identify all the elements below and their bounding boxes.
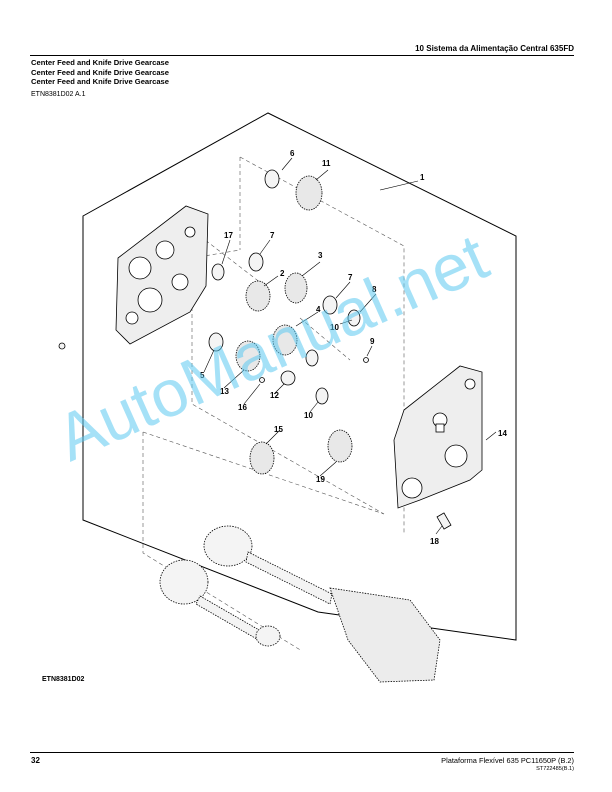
gear-15 xyxy=(249,441,275,475)
gear-3 xyxy=(284,272,308,304)
callout-4: 4 xyxy=(316,305,321,314)
callout-8: 8 xyxy=(372,285,377,294)
gear-2 xyxy=(245,280,271,312)
seal-17 xyxy=(211,263,225,281)
callout-19: 19 xyxy=(316,475,325,484)
shaft-12 xyxy=(280,370,296,386)
gear-19 xyxy=(327,429,353,463)
bearing-mid xyxy=(305,349,319,367)
callout-10b: 10 xyxy=(304,411,313,420)
callout-12: 12 xyxy=(270,391,279,400)
pin-9 xyxy=(363,357,369,363)
document-title: Plataforma Flexível 635 PC11650P (B.2) xyxy=(441,756,574,765)
figure-reference: ETN8381D02 A.1 xyxy=(31,91,86,98)
loose-part xyxy=(58,342,66,350)
callout-15: 15 xyxy=(274,425,283,434)
callout-2: 2 xyxy=(280,269,285,278)
bearing-7-upper xyxy=(248,252,264,272)
drive-shaft-assembly xyxy=(159,525,441,683)
callout-6: 6 xyxy=(290,149,295,158)
bearing-6 xyxy=(264,169,280,189)
assembly-frame xyxy=(82,112,517,641)
gear-11 xyxy=(295,175,323,211)
callout-16: 16 xyxy=(238,403,247,412)
callout-7a: 7 xyxy=(270,231,275,240)
callout-18: 18 xyxy=(430,537,439,546)
gear-train xyxy=(58,169,452,530)
title-line-1: Center Feed and Knife Drive Gearcase xyxy=(31,58,170,67)
section-title: 10 Sistema da Alimentação Central 635FD xyxy=(415,44,574,53)
header-rule xyxy=(30,55,574,56)
bearing-7-right xyxy=(322,295,338,315)
footer-rule xyxy=(30,752,574,753)
callout-5: 5 xyxy=(200,371,205,380)
dowel-16 xyxy=(259,377,265,383)
callout-10a: 10 xyxy=(330,323,339,332)
bearing-10-lower xyxy=(315,387,329,405)
callout-7b: 7 xyxy=(348,273,353,282)
document-code: ST722485(B.1) xyxy=(536,766,574,772)
callout-11: 11 xyxy=(322,159,331,168)
gear-13 xyxy=(235,340,261,372)
bearing-10-upper xyxy=(347,309,361,327)
title-line-3: Center Feed and Knife Drive Gearcase xyxy=(31,77,170,86)
callout-9: 9 xyxy=(370,337,375,346)
callout-17: 17 xyxy=(224,231,233,240)
leader-lines xyxy=(203,157,497,535)
callout-1: 1 xyxy=(420,173,425,182)
gear-4 xyxy=(272,324,298,356)
right-gearcase-cover xyxy=(393,365,483,509)
callout-13: 13 xyxy=(220,387,229,396)
seal-5 xyxy=(208,332,224,352)
title-line-2: Center Feed and Knife Drive Gearcase xyxy=(31,67,170,77)
bolt-18 xyxy=(436,512,452,530)
callout-14: 14 xyxy=(498,429,507,438)
title-block: Center Feed and Knife Drive Gearcase Cen… xyxy=(31,58,169,87)
left-gearcase-cover xyxy=(115,205,209,345)
figure-id: ETN8381D02 xyxy=(42,676,85,683)
callout-3: 3 xyxy=(318,251,323,260)
page-number: 32 xyxy=(31,756,40,765)
callout-labels: 1 2 3 4 5 6 7 7 8 9 10 10 11 12 13 14 15… xyxy=(200,149,507,546)
